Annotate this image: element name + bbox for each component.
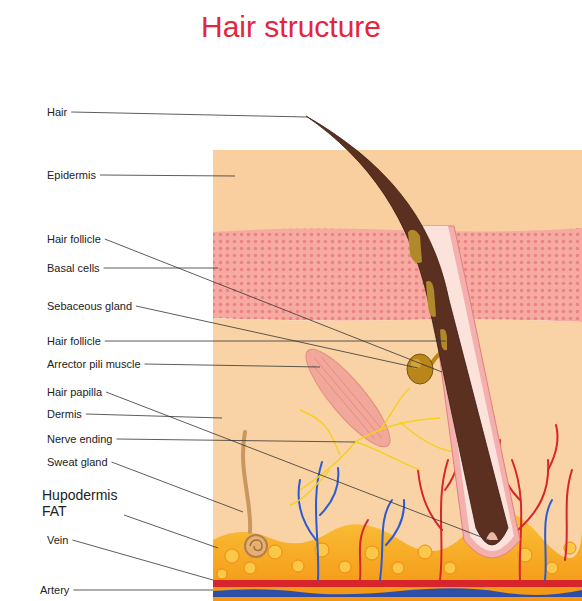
leader-line [116, 439, 355, 442]
leader-line [73, 590, 213, 591]
hypodermis-fat [213, 510, 582, 601]
part-label: Artery [40, 583, 69, 597]
part-label: Nerve ending [47, 432, 112, 446]
part-label: Arrector pili muscle [47, 357, 141, 371]
part-label: Hair follicle [47, 334, 101, 348]
leader-line [106, 392, 489, 540]
part-label: Hair [47, 105, 67, 119]
part-label: Hair follicle [47, 232, 101, 246]
leader-line [124, 515, 218, 548]
nerve-endings [290, 388, 455, 505]
sweat-gland [243, 432, 267, 557]
part-label: Hupodermis FAT [42, 487, 120, 519]
leader-line [105, 341, 446, 342]
part-label: Hair papilla [47, 385, 102, 399]
part-label: Basal cells [47, 261, 100, 275]
title: Hair structure [0, 10, 582, 44]
part-label: Vein [47, 533, 68, 547]
leader-lines [71, 112, 489, 590]
leader-line [104, 268, 218, 269]
leader-line [86, 414, 222, 418]
leader-line [71, 112, 307, 117]
leader-line [105, 239, 442, 372]
arrector-pili-muscle [295, 340, 401, 457]
part-label: Epidermis [47, 168, 96, 182]
part-label: Sweat gland [47, 455, 108, 469]
leader-line [145, 364, 320, 367]
basal-layer [213, 228, 582, 322]
leader-line [100, 175, 235, 176]
part-label: Sebaceous gland [47, 299, 132, 313]
leader-line [72, 540, 213, 580]
leader-line [112, 462, 243, 512]
leader-line [136, 306, 418, 368]
part-label: Dermis [47, 407, 82, 421]
blood-vessels [299, 425, 572, 580]
